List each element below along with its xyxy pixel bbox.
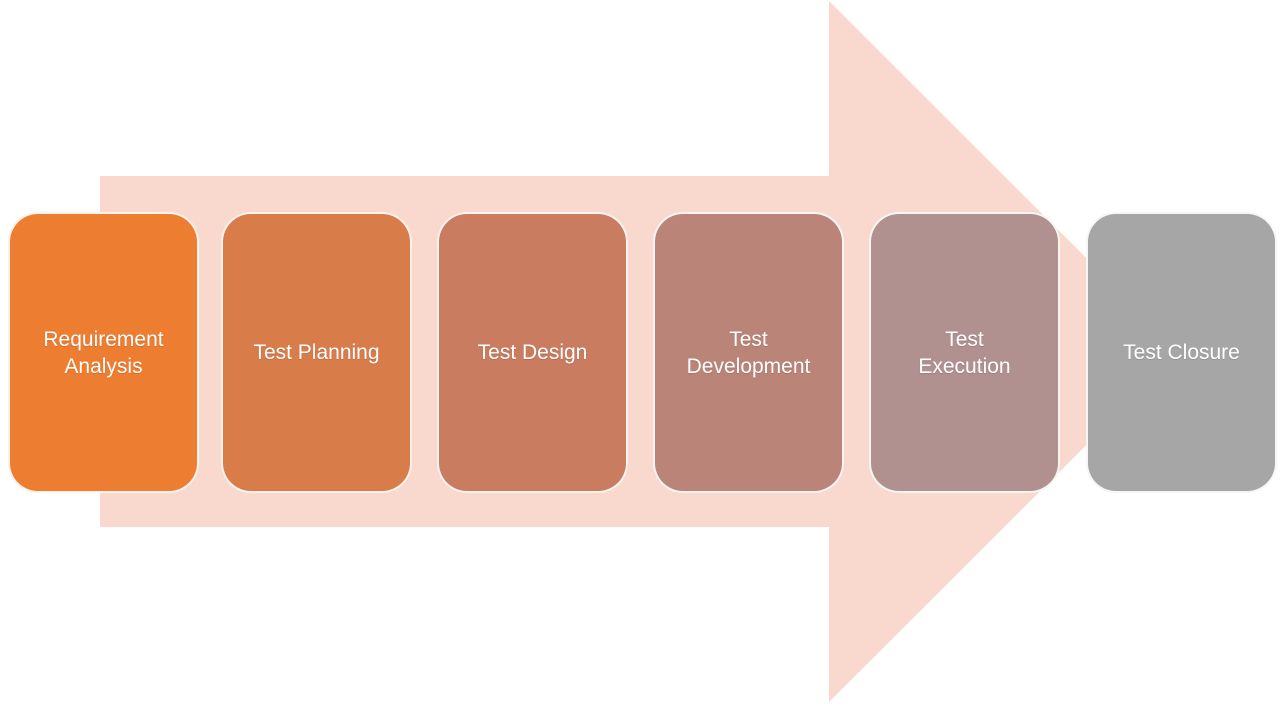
stage-label: Requirement Analysis [43,327,164,378]
stage-box-test-closure: Test Closure [1086,212,1277,493]
stage-label: Test Planning [253,341,380,364]
stage-box-test-execution: Test Execution [869,212,1060,493]
stage-label: Test Development [686,327,811,378]
stage-label: Test Closure [1123,341,1240,364]
stage-box-test-development: Test Development [653,212,844,493]
stage-label: Test Execution [918,327,1011,378]
stage-box-requirement-analysis: Requirement Analysis [8,212,199,493]
stage-label: Test Design [477,341,588,364]
stage-box-test-design: Test Design [437,212,628,493]
stage-box-test-planning: Test Planning [221,212,412,493]
